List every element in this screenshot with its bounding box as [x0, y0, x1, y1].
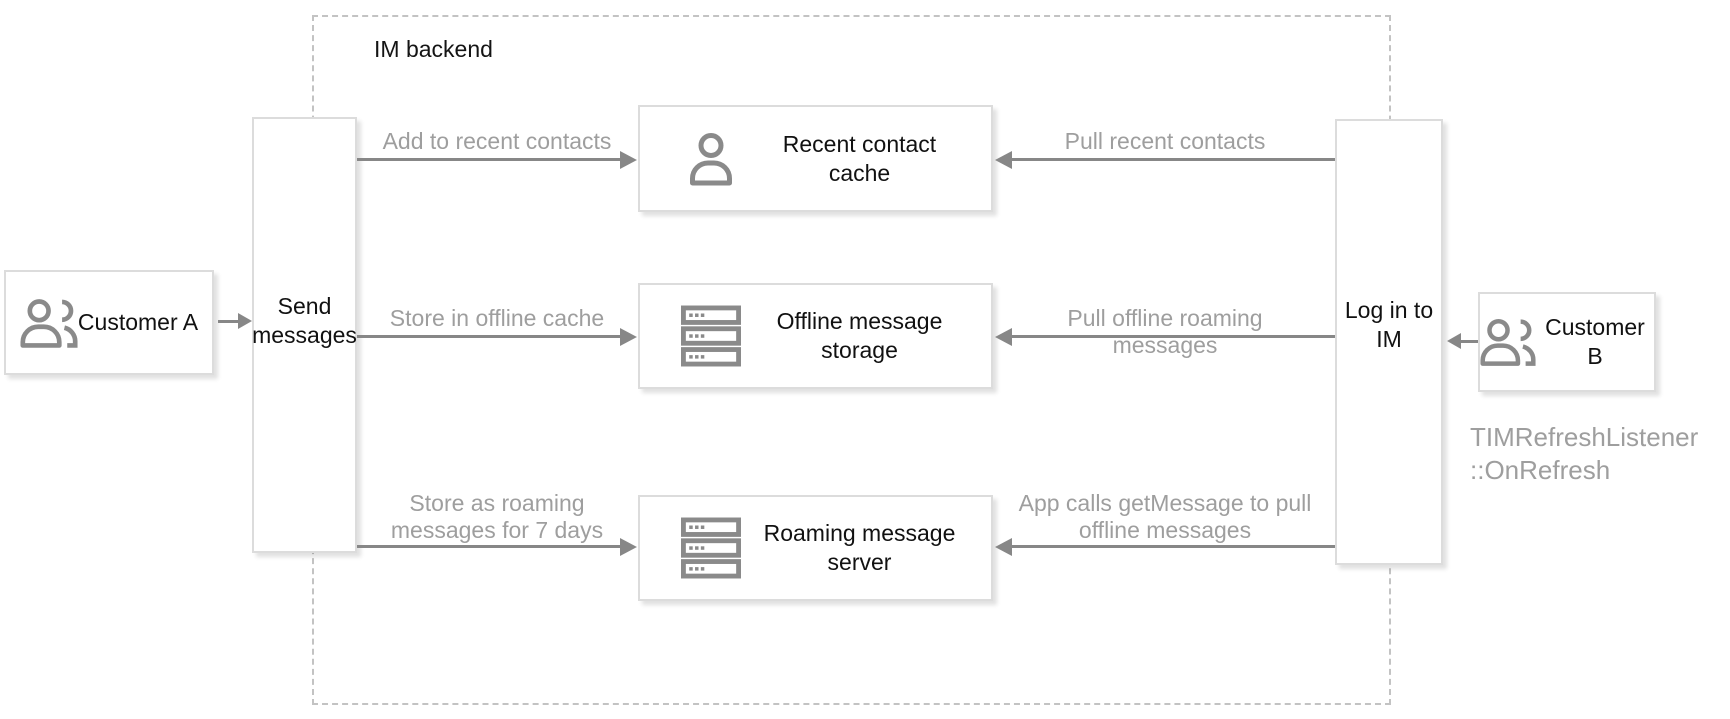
refresh-listener-annotation: TIMRefreshListener ::OnRefresh: [1470, 422, 1699, 485]
arrow-head: [620, 538, 637, 556]
arrow-line: [357, 335, 623, 338]
roaming-message-server-node: Roaming message server: [638, 495, 993, 601]
customer-a-label: Customer A: [77, 309, 199, 335]
recent-contact-cache-node: Recent contact cache: [638, 105, 993, 212]
customer-b-node: Customer B: [1478, 292, 1656, 392]
arrow-line: [218, 320, 240, 323]
log-in-to-im-node: Log in to IM: [1335, 119, 1443, 565]
arrow-line: [357, 158, 623, 161]
log-in-to-im-label: Log in to IM: [1344, 297, 1434, 352]
arrow-head: [995, 151, 1012, 169]
arrow-line: [357, 545, 623, 548]
send-messages-node: Send messages: [252, 117, 357, 553]
send-messages-label: Send messages: [252, 293, 357, 348]
arrow-line: [1010, 545, 1335, 548]
arrow-head: [995, 328, 1012, 346]
arrow-head: [238, 313, 252, 329]
im-backend-label: IM backend: [374, 36, 493, 62]
arrow-line: [1010, 158, 1335, 161]
flow-label-app-calls-getmessage: App calls getMessage to pull offline mes…: [1018, 490, 1312, 543]
users-icon: [20, 296, 78, 350]
flow-label-store-in-offline-cache: Store in offline cache: [389, 305, 605, 331]
offline-message-storage-node: Offline message storage: [638, 283, 993, 389]
arrow-head: [995, 538, 1012, 556]
person-icon: [680, 132, 742, 186]
recent-contact-cache-label: Recent contact cache: [782, 130, 937, 186]
arrow-head: [620, 151, 637, 169]
flow-label-store-as-roaming: Store as roaming messages for 7 days: [390, 490, 604, 543]
arrow-line: [1459, 340, 1478, 343]
customer-b-label: Customer B: [1545, 314, 1645, 369]
server-icon: [680, 304, 742, 368]
flow-label-add-to-recent-contacts: Add to recent contacts: [382, 128, 612, 154]
arrow-head: [620, 328, 637, 346]
roaming-message-server-label: Roaming message server: [763, 520, 956, 575]
customer-a-node: Customer A: [4, 270, 214, 375]
users-icon: [1480, 316, 1536, 368]
server-icon: [680, 516, 742, 580]
offline-message-storage-label: Offline message storage: [776, 308, 943, 363]
flow-label-pull-recent-contacts: Pull recent contacts: [1064, 128, 1266, 154]
arrow-line: [1010, 335, 1335, 338]
flow-label-pull-offline-roaming: Pull offline roaming messages: [1067, 305, 1263, 358]
